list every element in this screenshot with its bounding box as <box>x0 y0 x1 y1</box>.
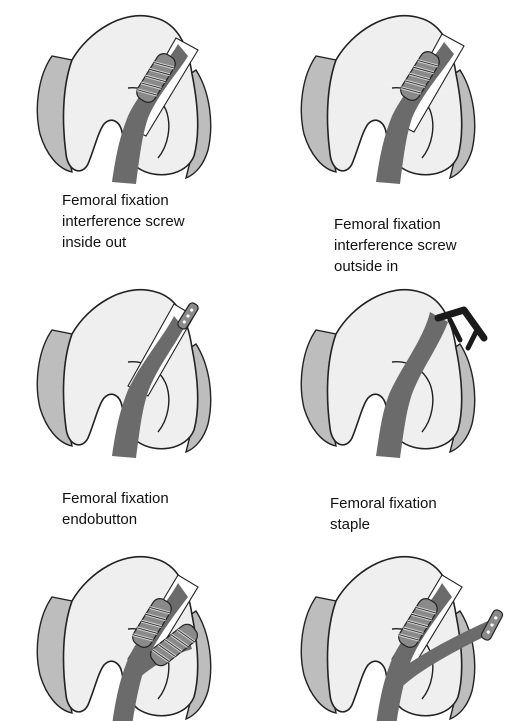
caption-line: endobutton <box>62 509 169 530</box>
knee-panel-double-bundle-button <box>301 557 504 721</box>
caption-screw-outside-in: Femoral fixation interference screw outs… <box>334 214 457 277</box>
knee-panel-endobutton <box>37 290 210 458</box>
caption-line: staple <box>330 514 437 535</box>
caption-line: outside in <box>334 256 457 277</box>
knee-panel-double-bundle-screws <box>37 557 210 721</box>
caption-line: Femoral fixation <box>62 190 185 211</box>
caption-staple: Femoral fixation staple <box>330 493 437 535</box>
caption-line: Femoral fixation <box>62 488 169 509</box>
caption-line: Femoral fixation <box>334 214 457 235</box>
caption-line: Femoral fixation <box>330 493 437 514</box>
knee-panel-staple <box>301 290 484 458</box>
caption-screw-inside-out: Femoral fixation interference screw insi… <box>62 190 185 253</box>
caption-line: inside out <box>62 232 185 253</box>
knee-panel-screw-inside-out <box>37 16 210 184</box>
caption-line: interference screw <box>62 211 185 232</box>
caption-line: interference screw <box>334 235 457 256</box>
knee-panel-screw-outside-in <box>301 16 474 184</box>
caption-endobutton: Femoral fixation endobutton <box>62 488 169 530</box>
